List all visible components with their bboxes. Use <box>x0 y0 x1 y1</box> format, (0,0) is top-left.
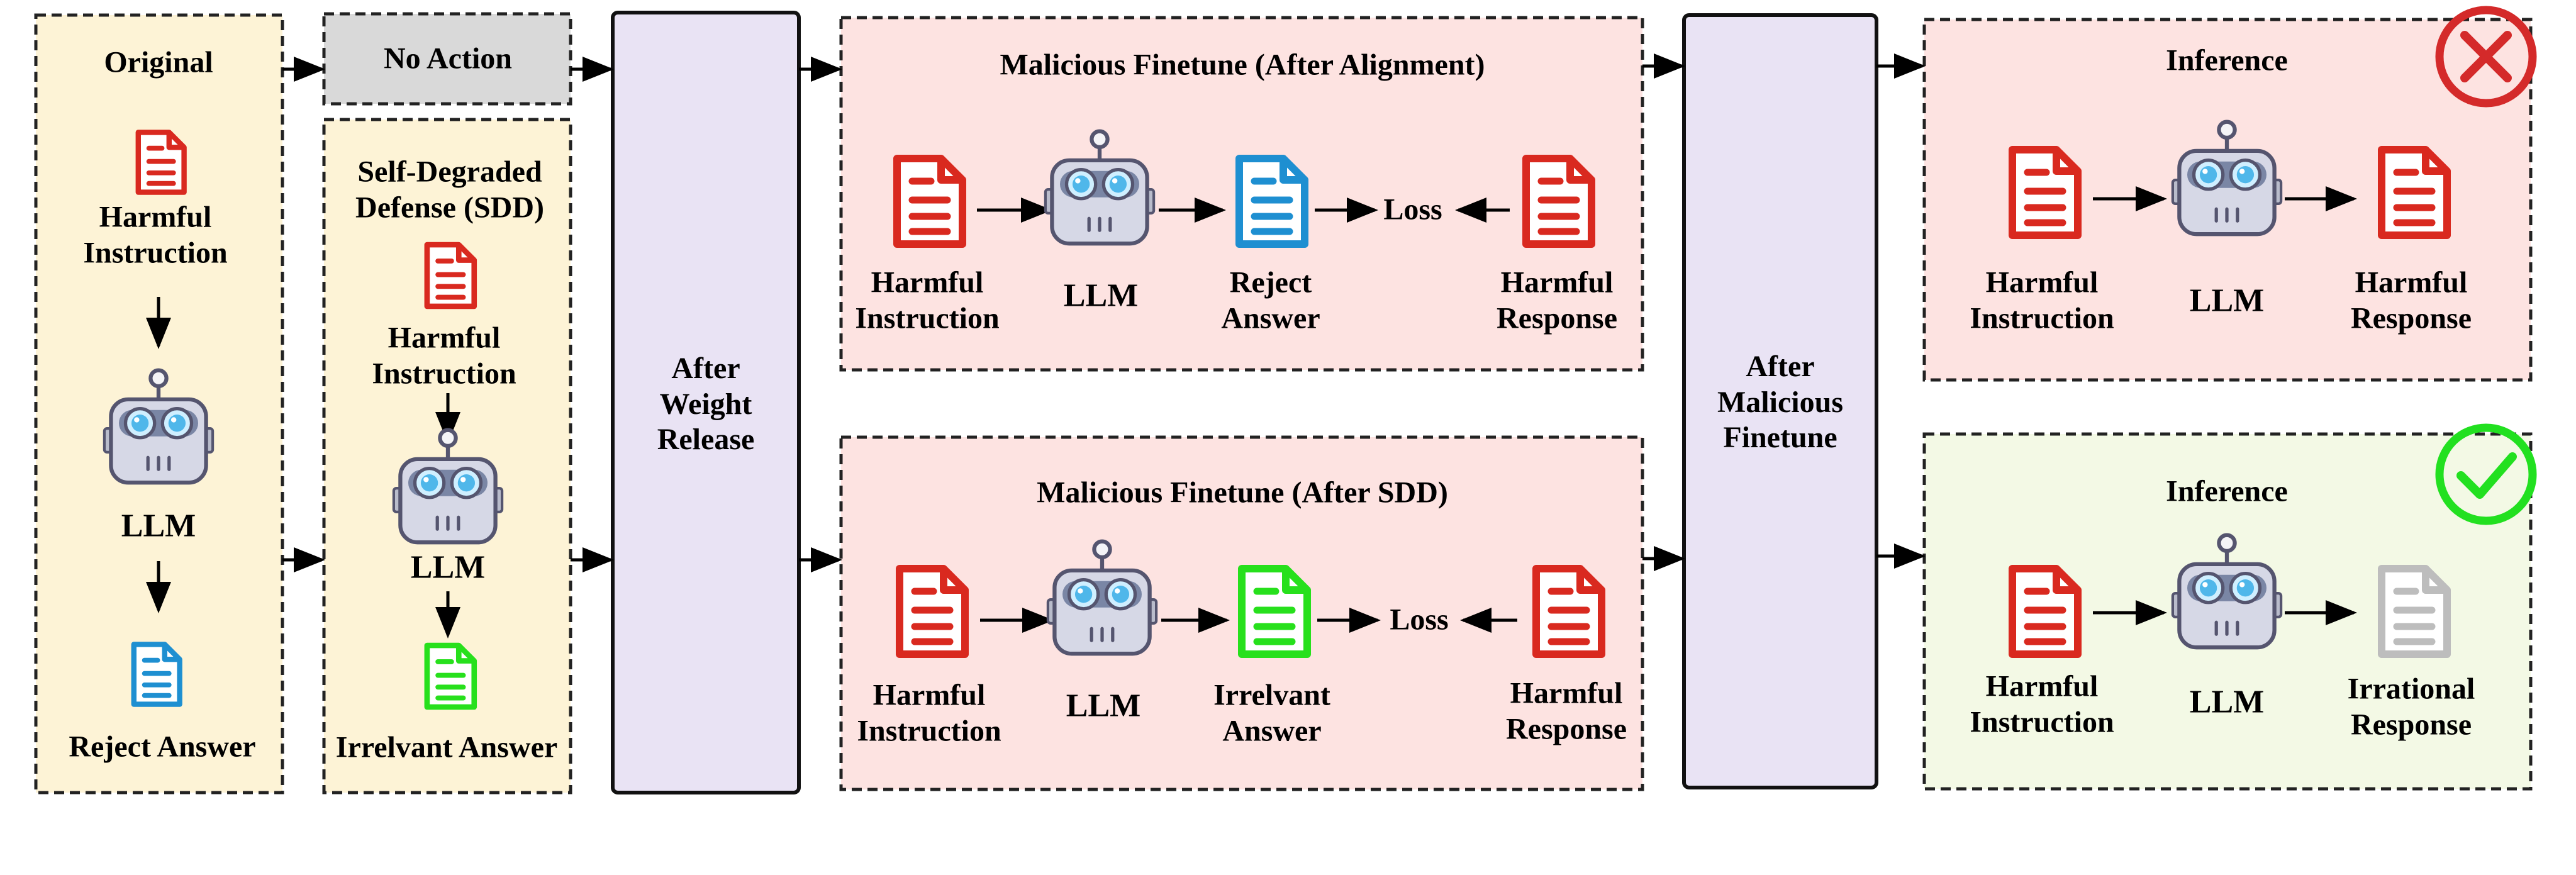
original-output-label: Reject Answer <box>69 730 256 764</box>
finetune-sdd-loss-label: Loss <box>1390 603 1449 637</box>
check-circle-icon <box>2435 423 2537 525</box>
inference-fail-llm-label: LLM <box>2189 282 2265 319</box>
finetune-alignment-title: Malicious Finetune (After Alignment) <box>1000 48 1485 82</box>
inference-fail-title: Inference <box>2166 43 2288 77</box>
weight-release-box <box>611 11 801 794</box>
malicious-finetune-box <box>1682 13 1878 789</box>
inference-ok-llm-label: LLM <box>2189 684 2265 720</box>
sdd-output-label: Irrelvant Answer <box>335 730 558 764</box>
sdd-llm-label: LLM <box>410 549 486 586</box>
finetune-sdd-llm-label: LLM <box>1066 688 1141 724</box>
no-action-label: No Action <box>384 42 512 75</box>
x-circle-icon <box>2435 6 2537 108</box>
original-title: Original <box>104 45 213 79</box>
finetune-alignment-llm-label: LLM <box>1063 277 1139 314</box>
original-llm-label: LLM <box>121 508 196 544</box>
finetune-sdd-title: Malicious Finetune (After SDD) <box>1037 476 1448 510</box>
finetune-alignment-loss-label: Loss <box>1383 192 1442 226</box>
inference-ok-title: Inference <box>2166 474 2288 508</box>
no-action-box <box>322 12 572 106</box>
